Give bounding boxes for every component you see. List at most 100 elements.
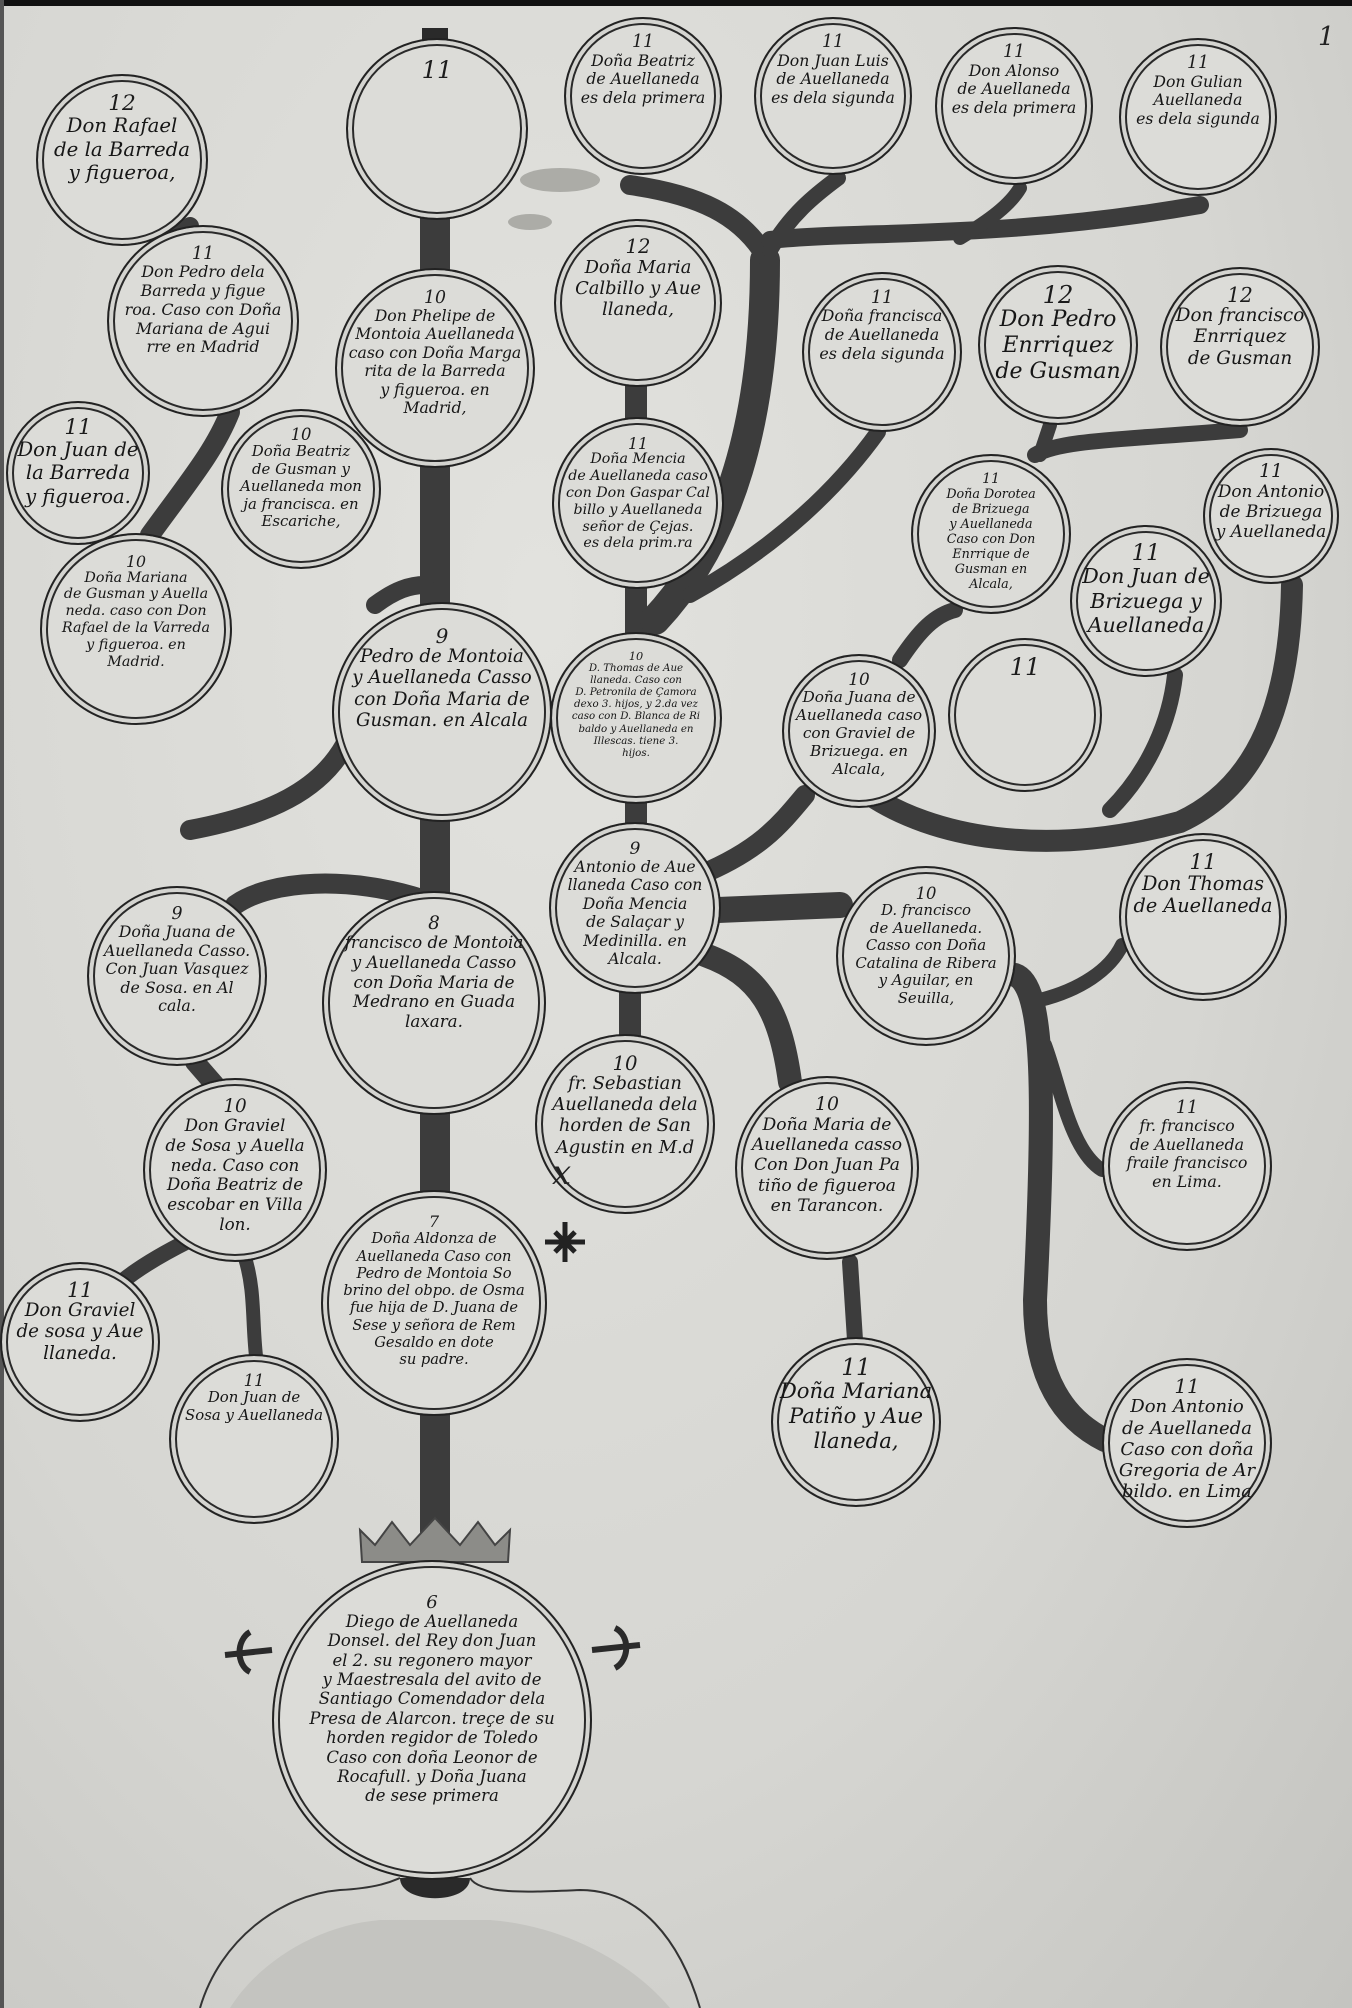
person-inscription-line: de Brizuega	[1219, 500, 1323, 521]
person-inscription-line: de sosa y Aue	[16, 1321, 144, 1343]
generation-number: 11	[822, 32, 844, 53]
branch-lima-trunk	[1003, 963, 1117, 1452]
person-inscription-line: caso con D. Blanca de Ri	[571, 710, 701, 723]
person-inscription-line: Calbillo y Aue	[575, 278, 701, 300]
person-inscription-line: Auellaneda casso	[751, 1135, 903, 1156]
person-inscription-line: con Graviel de	[802, 723, 916, 742]
generation-number: 12	[625, 235, 651, 259]
person-inscription-line: D. Petronila de Çamora	[575, 686, 697, 699]
generation-number: 11	[1009, 653, 1041, 681]
person-inscription-line: llaneda,	[602, 299, 674, 321]
generation-number: 8	[428, 913, 440, 934]
person-inscription-line: de Sosa. en Al	[120, 977, 234, 997]
branch-thomas-top	[640, 245, 780, 635]
person-inscription-line: Don Phelipe de	[374, 305, 496, 325]
person-inscription-line: en Lima.	[1152, 1172, 1222, 1192]
person-inscription-line: fue hija de D. Juana de	[349, 1299, 519, 1317]
person-inscription-line: Agustin en M.d	[555, 1136, 695, 1158]
person-inscription-line: Con Juan Vasquez	[105, 959, 249, 979]
person-inscription-line: Caso con Don	[946, 530, 1036, 546]
person-inscription-line: Don Juan de	[207, 1387, 301, 1406]
person-inscription-line: horden regidor de Toledo	[326, 1728, 538, 1748]
branch-maria-mariana	[842, 1254, 863, 1348]
generation-number: 11	[191, 243, 215, 264]
person-inscription-line: de Sosa y Auella	[165, 1135, 305, 1156]
generation-number: 10	[290, 424, 312, 444]
person-inscription-line: Mariana de Agui	[135, 318, 271, 338]
generation-number: 12	[1227, 282, 1253, 307]
person-inscription-line: Pedro de Montoia	[360, 645, 524, 667]
branch-to-pedroenriquez	[1033, 418, 1057, 462]
person-inscription-line: Seuilla,	[897, 988, 955, 1007]
generation-number: 11	[421, 55, 453, 84]
person-inscription-line: Doña Mencia	[590, 451, 686, 468]
person-inscription-line: Doña Juana de	[802, 687, 916, 706]
person-inscription-line: con Doña Maria de	[354, 688, 530, 710]
person-inscription-line: Auellaneda dela	[552, 1094, 698, 1116]
person-inscription-line: de Auellaneda	[1122, 1417, 1252, 1439]
generation-number: 11	[628, 433, 648, 453]
person-inscription-line: de Auellaneda	[776, 69, 890, 89]
generation-number: 7	[428, 1212, 440, 1232]
person-inscription-line: Doña Mariana	[84, 569, 188, 586]
person-inscription-line: Alcala,	[969, 575, 1013, 591]
person-inscription-line: laxara.	[405, 1012, 463, 1032]
generation-number: 11	[870, 287, 894, 308]
branch-juana-dorotea	[892, 602, 963, 668]
person-inscription-line: de Auellaneda	[1133, 894, 1273, 918]
person-inscription-line: es dela sigunda	[819, 343, 945, 363]
person-inscription-line: Madrid.	[107, 653, 165, 670]
branch-to-alonso	[953, 181, 1027, 245]
person-inscription-line: Don Juan de	[17, 438, 139, 462]
ink-blot	[520, 168, 600, 192]
person-inscription-line: Barreda y figue	[140, 281, 266, 301]
person-inscription-line: Brizuega. en	[810, 741, 908, 760]
generation-number: 11	[1259, 461, 1283, 483]
generation-number: 11	[841, 1353, 871, 1381]
generation-number: 11	[982, 470, 1000, 487]
person-inscription-line: de la Barreda	[54, 137, 190, 161]
ink-blot	[508, 214, 552, 230]
branch-mariana-pedrobarreda	[140, 402, 240, 545]
person-inscription-line: llaneda. Caso con	[590, 674, 682, 687]
generation-number: 9	[171, 903, 183, 924]
person-inscription-line: y figueroa. en	[86, 637, 186, 654]
person-inscription-line: fraile francisco	[1126, 1153, 1248, 1173]
person-inscription-line: Doña Beatriz	[251, 441, 351, 460]
branch-to-gulian	[761, 196, 1209, 249]
person-inscription-line: de Auellaneda	[824, 324, 940, 344]
page-top-edge	[0, 0, 1352, 6]
person-inscription-line: Don Pedro	[999, 306, 1117, 332]
generation-number: 11	[1003, 42, 1025, 63]
page-binding-edge	[0, 0, 4, 2008]
person-inscription-line: Gregoria de Ar	[1118, 1460, 1256, 1482]
person-inscription-line: de sese primera	[365, 1786, 499, 1806]
person-inscription-line: Santiago Comendador dela	[318, 1689, 546, 1709]
person-inscription-line: y Maestresala del avito de	[322, 1669, 542, 1689]
person-inscription-line: Doña Mencia	[582, 894, 688, 913]
person-inscription-line: Don Antonio	[1217, 480, 1325, 501]
person-inscription-line: Brizuega y	[1090, 588, 1202, 613]
person-inscription-line: Gesaldo en dote	[374, 1333, 494, 1351]
person-inscription-line: de Gusman	[995, 358, 1121, 384]
person-medallion: 11	[346, 38, 528, 220]
person-inscription-line: fr. Sebastian	[568, 1073, 682, 1095]
person-inscription-line: la Barreda	[25, 461, 131, 485]
